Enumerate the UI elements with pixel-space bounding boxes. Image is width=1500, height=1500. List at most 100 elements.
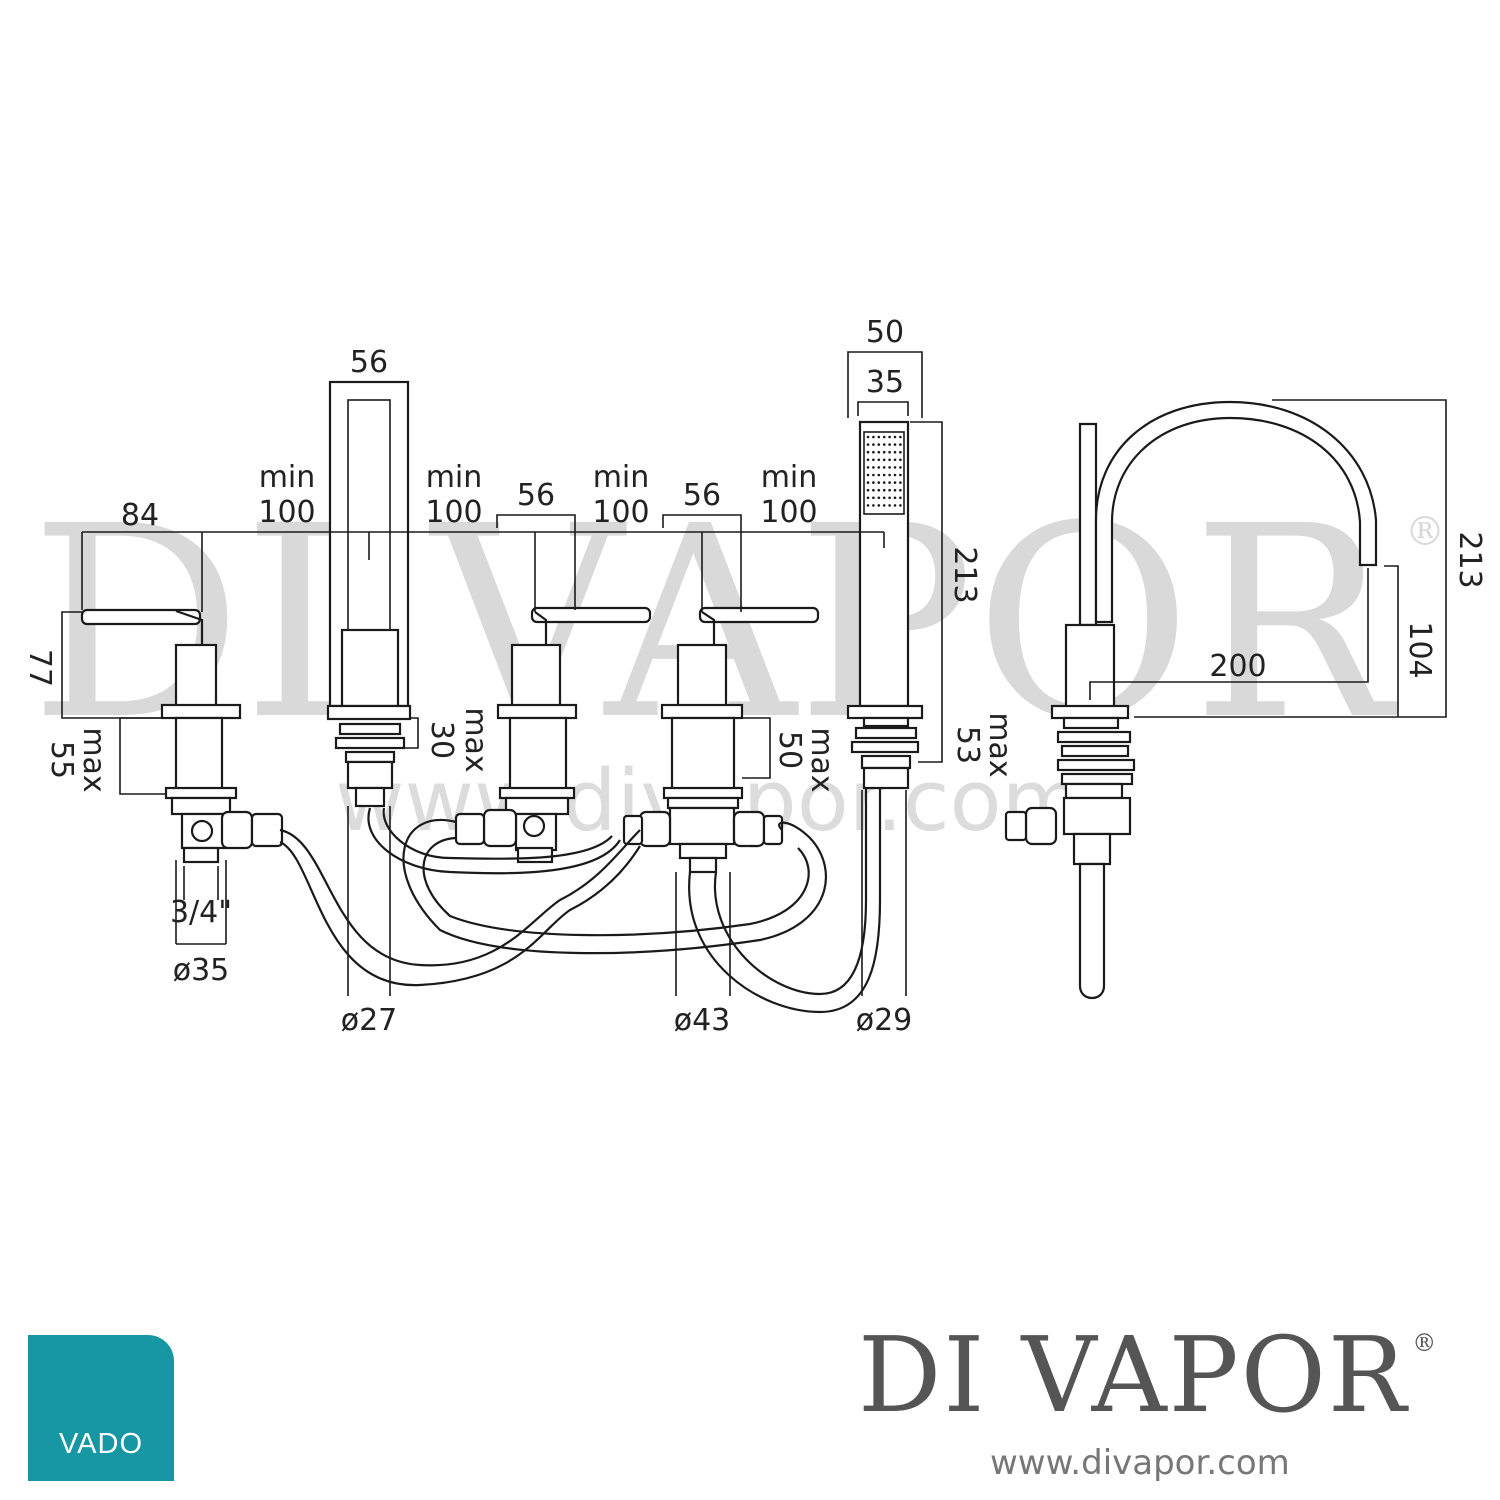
nozzle-dot (882, 504, 886, 507)
dim-deck-max-left: 55 (44, 741, 79, 779)
nozzle-dot (877, 488, 881, 492)
nozzle-dot (872, 473, 875, 477)
nozzle-dot (877, 443, 881, 446)
nozzle-dot (893, 450, 897, 454)
dim-handset-inner: 35 (866, 365, 904, 400)
dim-spacing-2: 100 (425, 495, 482, 530)
nozzle-dot (893, 473, 897, 477)
vado-logo: VADO (28, 1335, 174, 1481)
hoses (279, 788, 882, 1014)
brand-name: DI VAPOR (858, 1314, 1409, 1436)
dim-spout-width: 56 (350, 345, 388, 380)
nozzle-dot (872, 466, 875, 469)
nozzle-dot (866, 504, 870, 507)
dim-deck-max-handset: 53 (950, 726, 985, 764)
nozzle-dot (866, 473, 870, 477)
nozzle-dot (893, 443, 897, 446)
spout-unit (326, 380, 412, 808)
dim-min-label-1: min (259, 460, 316, 495)
nozzle-dot (872, 488, 875, 492)
dim-max-label-handset: max (982, 712, 1017, 777)
dim-thread: 3/4" (170, 895, 232, 930)
dim-diameter-left: ø35 (173, 953, 230, 988)
nozzle-dot (872, 443, 875, 446)
nozzle-dot (882, 473, 886, 477)
dimension-lines (61, 351, 1447, 996)
dim-max-label-spout: max (458, 707, 493, 772)
dim-min-label-2: min (426, 460, 483, 495)
nozzle-dot (872, 435, 875, 439)
nozzle-dot (866, 458, 870, 462)
watermark-registered: ® (1405, 509, 1445, 555)
nozzle-dot (872, 504, 875, 507)
nozzle-dot (893, 458, 897, 462)
nozzle-dot (882, 450, 886, 454)
nozzle-dot (893, 481, 897, 484)
nozzle-dot (866, 443, 870, 446)
nozzle-dot (888, 473, 891, 477)
nozzle-dot (882, 496, 886, 500)
nozzle-dot (899, 496, 902, 500)
nozzle-dot (882, 458, 886, 462)
left-valve (80, 608, 284, 864)
dim-spout-height: 213 (1452, 531, 1487, 588)
dim-diameter-diverter: ø43 (674, 1003, 731, 1038)
nozzle-dot (893, 504, 897, 507)
nozzle-dot (888, 458, 891, 462)
nozzle-dot (877, 504, 881, 507)
nozzle-dot (877, 481, 881, 484)
dim-spacing-3: 100 (592, 495, 649, 530)
dim-diameter-spout: ø27 (341, 1003, 398, 1038)
nozzle-dot (872, 450, 875, 454)
nozzle-dot (888, 466, 891, 469)
nozzle-dot (866, 435, 870, 439)
nozzle-dot (893, 435, 897, 439)
nozzle-dot (899, 481, 902, 484)
dim-handle-reach: 84 (121, 498, 159, 533)
dim-outlet-height: 104 (1402, 621, 1437, 678)
nozzle-dot (888, 496, 891, 500)
brand-logo: DI VAPOR® (858, 1323, 1438, 1427)
brand-url[interactable]: www.divapor.com (990, 1443, 1290, 1483)
nozzle-dot (882, 466, 886, 469)
dim-max-label-left: max (76, 727, 111, 792)
nozzle-dot (899, 450, 902, 454)
nozzle-dot (888, 488, 891, 492)
nozzle-dot (899, 504, 902, 507)
nozzle-dot (872, 481, 875, 484)
nozzle-dot (899, 488, 902, 492)
dim-deck-max-diverter: 50 (772, 731, 807, 769)
nozzle-dot (882, 443, 886, 446)
nozzle-dot (893, 488, 897, 492)
nozzle-dot (877, 435, 881, 439)
nozzle-dot (877, 466, 881, 469)
diverter-valve (622, 606, 820, 874)
dimension-labels: 84 min 100 min 100 min 100 min 100 56 56… (22, 315, 1487, 1038)
dim-min-label-4: min (761, 460, 818, 495)
vado-logo-text: VADO (58, 1428, 144, 1460)
nozzle-dot (866, 450, 870, 454)
nozzle-dot (866, 496, 870, 500)
nozzle-dot (888, 435, 891, 439)
dim-spout-reach: 200 (1209, 649, 1266, 684)
nozzle-dot (877, 450, 881, 454)
nozzle-dot (882, 488, 886, 492)
nozzle-dot (899, 443, 902, 446)
nozzle-dot (866, 488, 870, 492)
center-valve (454, 606, 652, 864)
brand-registered-mark: ® (1412, 1329, 1439, 1357)
nozzle-dot (872, 458, 875, 462)
nozzle-dot (893, 496, 897, 500)
dim-max-label-diverter: max (804, 727, 839, 792)
dim-spacing-4: 100 (760, 495, 817, 530)
dim-valve-width-right: 56 (683, 478, 721, 513)
handset-unit (846, 420, 924, 790)
side-view (1004, 400, 1378, 1000)
nozzle-dot (872, 496, 875, 500)
nozzle-dot (882, 481, 886, 484)
nozzle-dot (899, 458, 902, 462)
nozzle-dot (882, 435, 886, 439)
dim-diameter-handset: ø29 (856, 1003, 913, 1038)
nozzle-dot (899, 473, 902, 477)
